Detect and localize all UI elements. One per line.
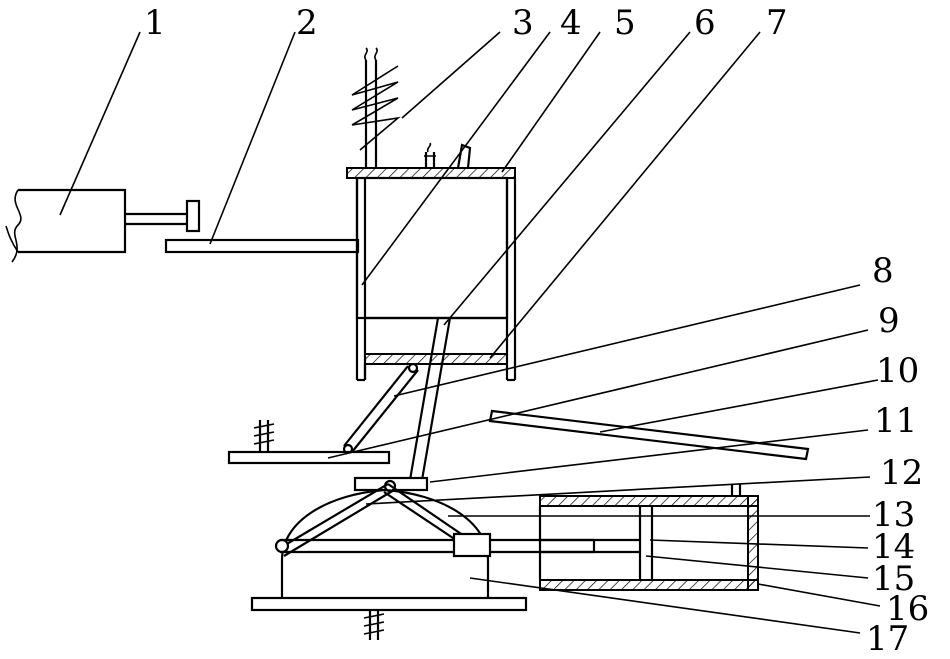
label-12: 12	[880, 453, 923, 493]
part-4-hopper	[347, 168, 515, 380]
label-4: 4	[560, 3, 582, 43]
label-5: 5	[614, 3, 636, 43]
label-8: 8	[872, 251, 894, 291]
part-11-pivot-block	[355, 478, 427, 491]
label-9: 9	[878, 301, 900, 341]
part-10-inclined-bar	[490, 411, 808, 459]
part-2-arm	[166, 240, 358, 252]
label-1: 1	[144, 3, 166, 43]
label-11: 11	[874, 401, 917, 441]
label-17: 17	[866, 619, 909, 659]
part-3-spring-feeder	[352, 48, 470, 168]
part-13-cylinder	[540, 484, 758, 590]
part-6-link-rod	[410, 318, 450, 480]
label-7: 7	[766, 3, 788, 43]
label-3: 3	[512, 3, 534, 43]
part-9-plate	[229, 420, 389, 463]
label-2: 2	[296, 3, 318, 43]
label-6: 6	[694, 3, 716, 43]
label-10: 10	[876, 351, 919, 391]
part-17-dome	[252, 490, 526, 640]
